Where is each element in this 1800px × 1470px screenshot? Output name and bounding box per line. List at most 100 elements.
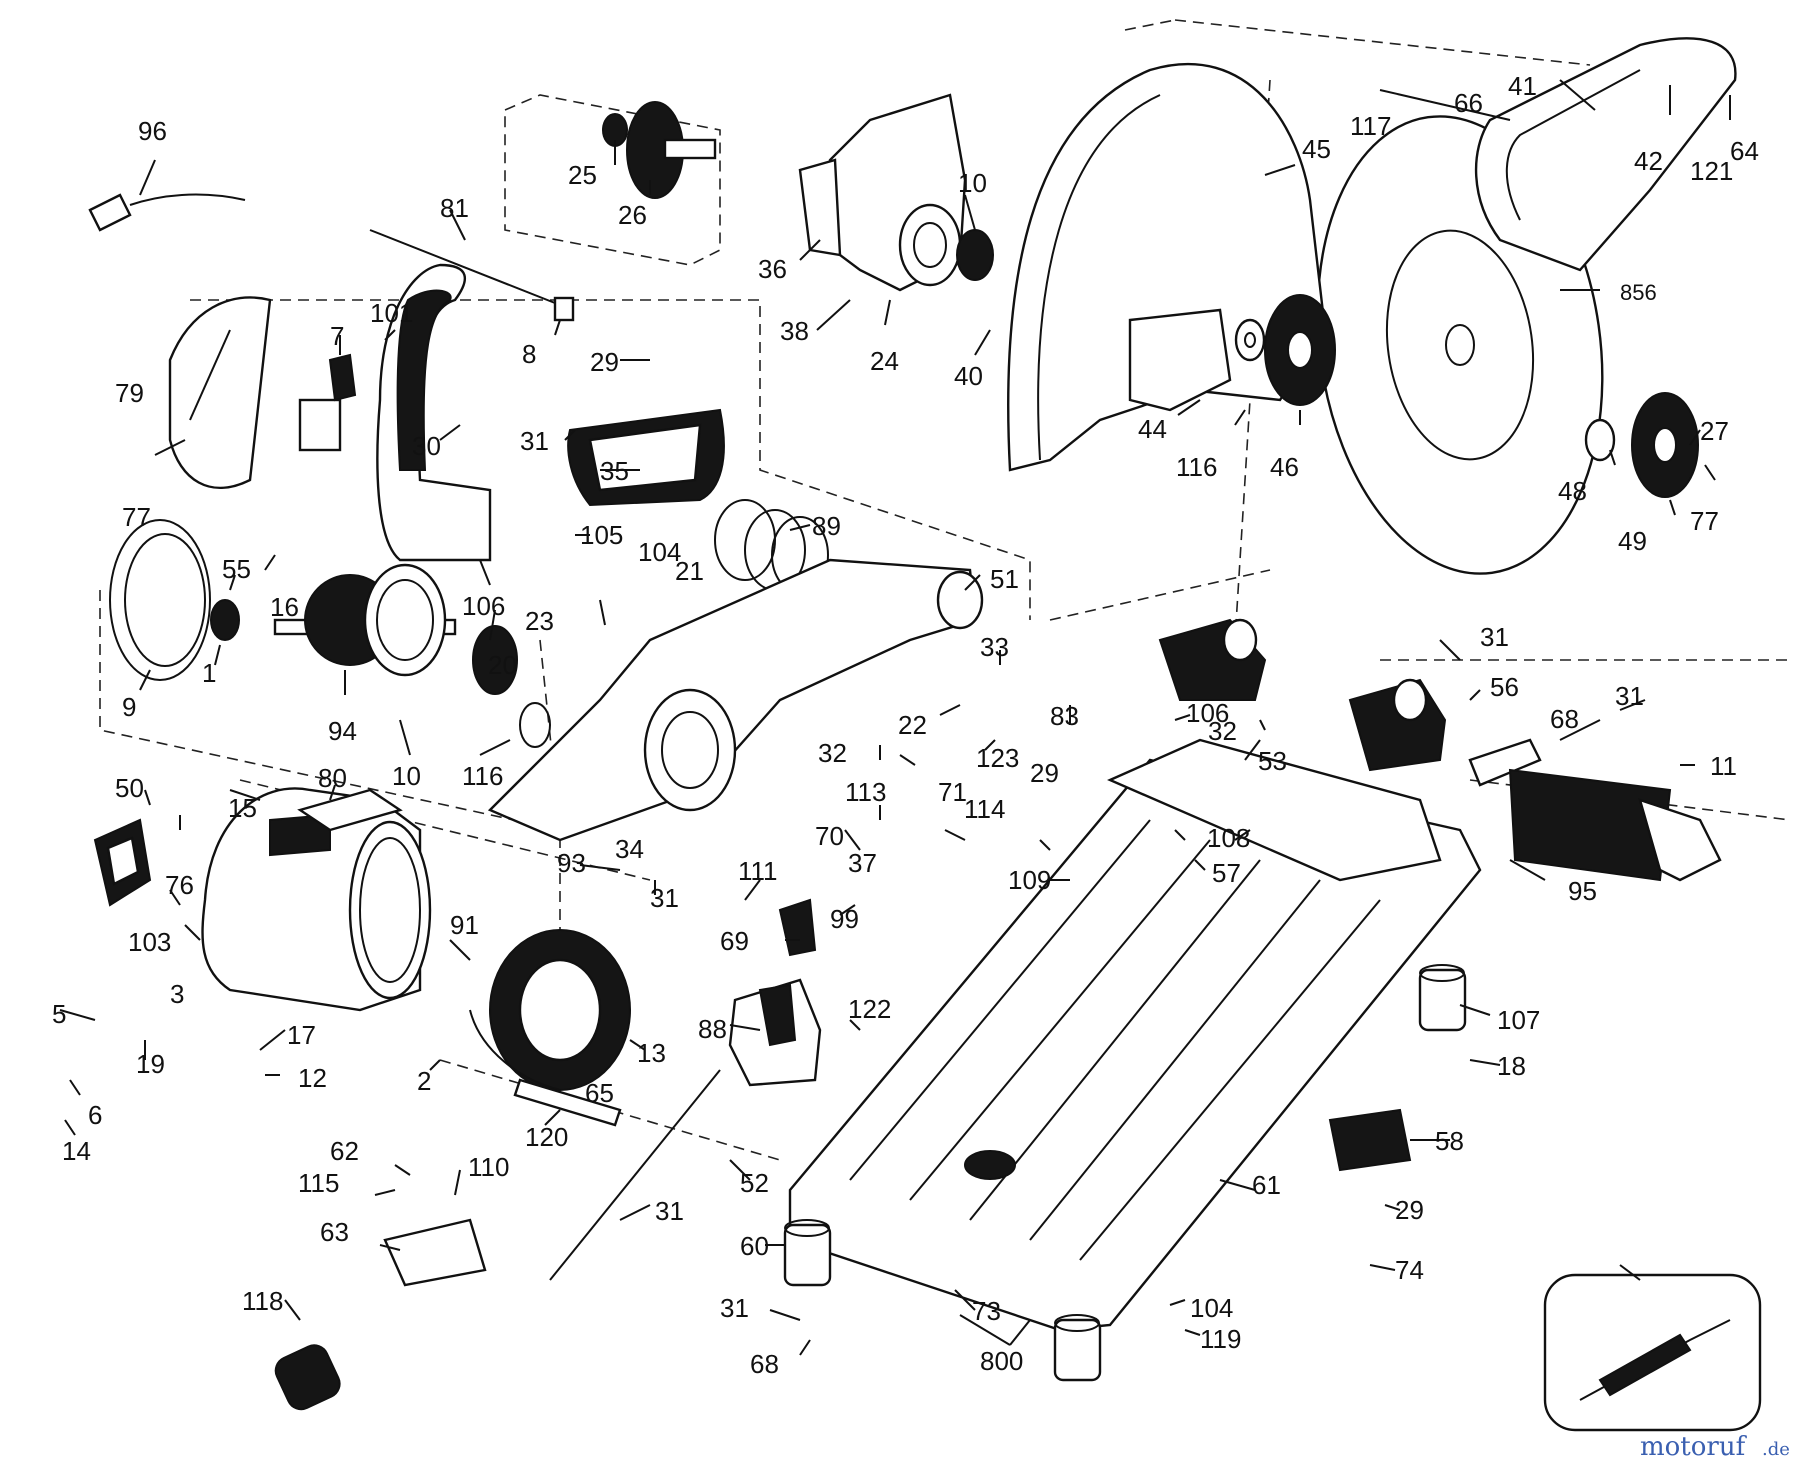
callout-label: 13	[637, 1038, 666, 1068]
brush-holder-14	[513, 1078, 622, 1127]
bracket-52	[1328, 1108, 1412, 1172]
callout-label: 12	[298, 1063, 327, 1093]
callout-label: 31	[650, 883, 679, 913]
callout-label: 25	[568, 160, 597, 190]
leader-lines	[59, 79, 1731, 1356]
plate-56	[1468, 738, 1542, 787]
callout-label: 77	[1690, 506, 1719, 536]
callout-label: 108	[1207, 823, 1250, 853]
pivot-bracket-left	[1158, 618, 1267, 701]
callout-label: 68	[750, 1349, 779, 1379]
foot-122	[1418, 964, 1467, 1032]
callout-label: 68	[1550, 704, 1579, 734]
handle-77	[376, 263, 492, 562]
armature-1	[210, 563, 551, 748]
washer-44	[1234, 318, 1266, 362]
lead-screw-63	[549, 1069, 721, 1281]
callout-label: 9	[122, 692, 136, 722]
callout-label: 5	[52, 999, 66, 1029]
callout-label: 122	[848, 994, 891, 1024]
callout-label: 83	[1050, 701, 1079, 731]
callout-label: 29	[1030, 758, 1059, 788]
callout-label: 40	[954, 361, 983, 391]
callout-label: 10	[392, 761, 421, 791]
callout-label: 33	[980, 632, 1009, 662]
callout-label: 32	[1208, 716, 1237, 746]
callout-label: 17	[287, 1020, 316, 1050]
callout-label: 99	[830, 904, 859, 934]
callout-label: 7	[330, 321, 344, 351]
callout-label: 45	[1302, 134, 1331, 164]
callout-label: 24	[870, 346, 899, 376]
callout-label: 21	[675, 556, 704, 586]
callout-label: 74	[1395, 1255, 1424, 1285]
callout-label: 20	[488, 650, 517, 680]
callout-label: 3	[170, 979, 184, 1009]
callout-label: 49	[1618, 526, 1647, 556]
callout-label: 107	[1497, 1005, 1540, 1035]
callout-label: 94	[328, 716, 357, 746]
callout-label: 22	[898, 710, 927, 740]
callout-label: 58	[1435, 1126, 1464, 1156]
callout-label: 26	[618, 200, 647, 230]
callout-label: 70	[815, 821, 844, 851]
callout-label: 79	[115, 378, 144, 408]
callout-label: 66	[1454, 88, 1483, 118]
callout-label: 856	[1620, 280, 1657, 305]
callout-label: 44	[1138, 414, 1167, 444]
fence-57	[1508, 768, 1722, 882]
callout-label: 23	[525, 606, 554, 636]
watermark: motoruf .de	[1640, 1432, 1790, 1462]
rod-81	[369, 229, 575, 322]
callout-label: 51	[990, 564, 1019, 594]
callout-label: 29	[590, 347, 619, 377]
foot-74	[783, 1219, 832, 1287]
callout-label: 56	[1490, 672, 1519, 702]
callout-label: 123	[976, 743, 1019, 773]
callout-label: 69	[720, 926, 749, 956]
baffle-16	[109, 519, 211, 681]
brush-cover-77	[168, 296, 272, 490]
watermark-brand: motoruf	[1640, 1432, 1748, 1462]
pivot-arm-21	[487, 558, 984, 842]
callout-label: 31	[520, 426, 549, 456]
callout-label: 73	[972, 1296, 1001, 1326]
callout-label: 15	[228, 793, 257, 823]
callout-label: 77	[122, 502, 151, 532]
vise-jaw-65	[728, 978, 822, 1087]
callout-label: 31	[1615, 681, 1644, 711]
callout-label: 37	[848, 848, 877, 878]
inset-tool-800	[1543, 1273, 1762, 1432]
callout-label: 88	[698, 1014, 727, 1044]
callout-label: 93	[557, 848, 586, 878]
callout-label: 101	[370, 298, 413, 328]
callout-labels: 96 25 26 10 45 117 66 41 42 121 64 36 81…	[52, 71, 1759, 1379]
callout-label: 48	[1558, 476, 1587, 506]
callout-label: 120	[525, 1122, 568, 1152]
callout-label: 800	[980, 1346, 1023, 1376]
pivot-bracket-53	[1348, 678, 1447, 772]
callout-label: 52	[740, 1168, 769, 1198]
base-58	[788, 738, 1482, 1332]
callout-label: 6	[88, 1100, 102, 1130]
callout-label: 16	[270, 592, 299, 622]
callout-label: 31	[720, 1293, 749, 1323]
callout-label: 121	[1690, 156, 1733, 186]
callout-label: 14	[62, 1136, 91, 1166]
callout-label: 113	[845, 777, 886, 807]
callout-label: 80	[318, 763, 347, 793]
callout-label: 81	[440, 193, 469, 223]
motor-housing-50	[201, 787, 432, 1012]
callout-label: 116	[1176, 452, 1217, 482]
callout-label: 91	[450, 910, 479, 940]
callout-label: 63	[320, 1217, 349, 1247]
callout-label: 19	[136, 1049, 165, 1079]
callout-label: 34	[615, 834, 644, 864]
callout-label: 117	[1350, 111, 1391, 141]
gear-case	[798, 93, 994, 292]
callout-label: 61	[1252, 1170, 1281, 1200]
callout-label: 30	[412, 431, 441, 461]
crank-61	[274, 1218, 487, 1411]
